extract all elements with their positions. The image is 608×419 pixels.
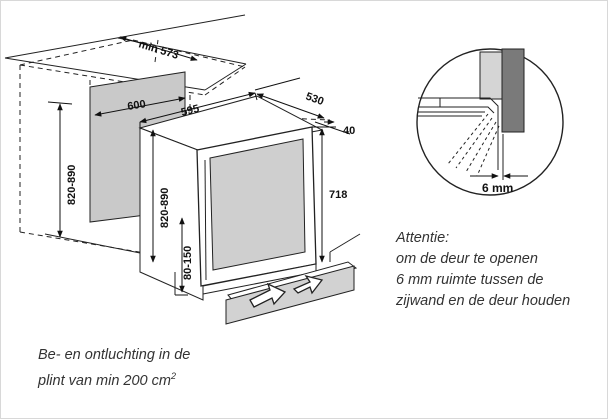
door-handle: [204, 159, 207, 281]
door-gap-detail: 6 mm: [416, 48, 564, 196]
dim-appliance-height: 820-890: [159, 188, 171, 228]
dim-niche-height: 820-890: [66, 165, 78, 205]
attention-line-2: om de deur te openen: [396, 251, 538, 267]
attention-note: Attentie: om de deur te openen 6 mm ruim…: [396, 228, 601, 312]
dim-appliance-depth: 530: [304, 91, 325, 109]
dim-niche-width: 600: [127, 98, 147, 113]
dimension-lines: [47, 36, 351, 296]
ventilation-line-2: plint van min 200 cm2: [38, 366, 238, 392]
ventilation-line-2-text: plint van min 200 cm: [38, 372, 171, 389]
door-swing-path: [447, 113, 500, 177]
dim-niche-depth: min 573: [137, 38, 180, 61]
dim-plinth-height: 80-150: [182, 246, 194, 280]
ventilation-note: Be- en ontluchting in de plint van min 2…: [38, 345, 238, 392]
detail-gap-label: 6 mm: [482, 181, 513, 195]
ventilation-line-1: Be- en ontluchting in de: [38, 347, 191, 363]
dim-door-height: 718: [329, 189, 347, 201]
detail-door-panel: [479, 51, 503, 100]
ventilation-arrows: [249, 274, 324, 308]
detail-side-wall: [501, 48, 525, 133]
dim-appliance-width: 595: [180, 103, 201, 119]
attention-line-3: 6 mm ruimte tussen de: [396, 272, 544, 288]
detail-circle: [416, 48, 564, 196]
ventilation-unit-superscript: 2: [170, 371, 176, 381]
dim-door-thickness: 40: [343, 125, 355, 137]
door-glass: [209, 138, 306, 271]
attention-line-1: Attentie:: [396, 230, 450, 246]
attention-line-4: zijwand en de deur houden: [396, 293, 571, 309]
